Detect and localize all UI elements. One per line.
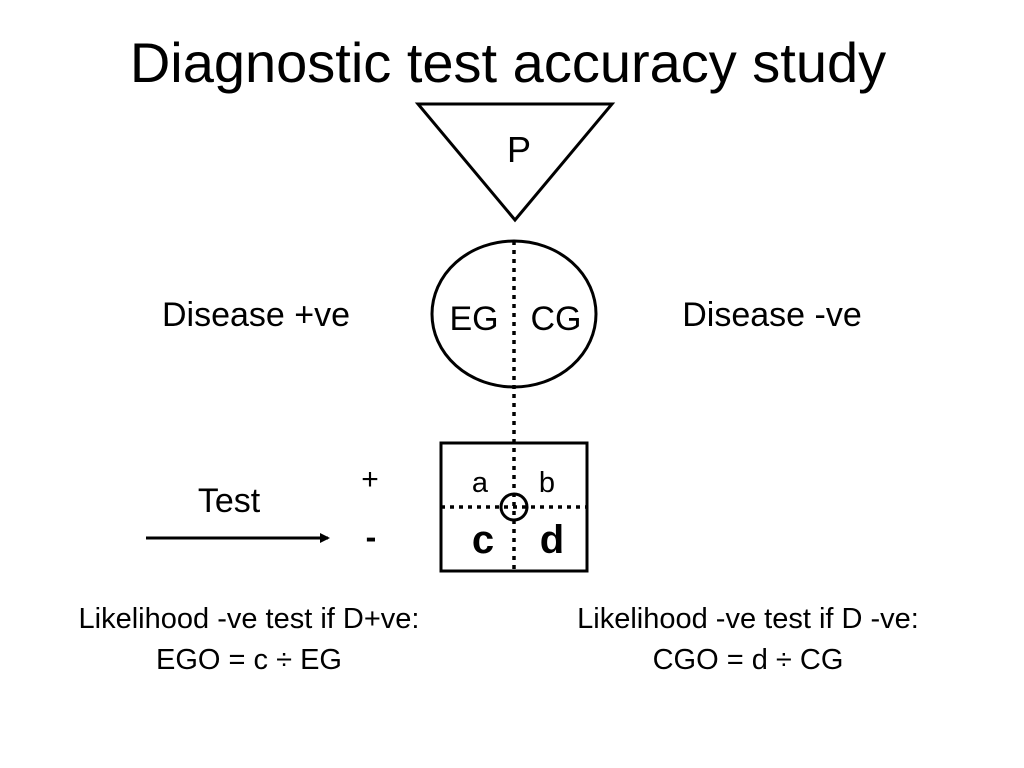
cell-d: d (540, 518, 564, 562)
disease-negative-label: Disease -ve (682, 296, 862, 334)
centre-highlight-circle (499, 492, 529, 522)
cell-a: a (472, 467, 489, 499)
cell-b: b (539, 467, 555, 499)
test-positive-sign: + (361, 463, 379, 496)
population-label: P (507, 129, 531, 170)
control-group-label: CG (531, 300, 582, 338)
population-triangle (414, 102, 616, 223)
left-formula: EGO = c ÷ EG (156, 644, 342, 676)
left-formula-heading: Likelihood -ve test if D+ve: (79, 603, 420, 635)
cell-c: c (472, 518, 494, 562)
test-label: Test (198, 482, 261, 520)
disease-positive-label: Disease +ve (162, 296, 350, 334)
right-formula-heading: Likelihood -ve test if D -ve: (577, 603, 919, 635)
page-title: Diagnostic test accuracy study (130, 31, 886, 94)
right-formula: CGO = d ÷ CG (653, 644, 844, 676)
exposed-group-label: EG (449, 300, 498, 338)
test-negative-sign: - (366, 519, 377, 555)
